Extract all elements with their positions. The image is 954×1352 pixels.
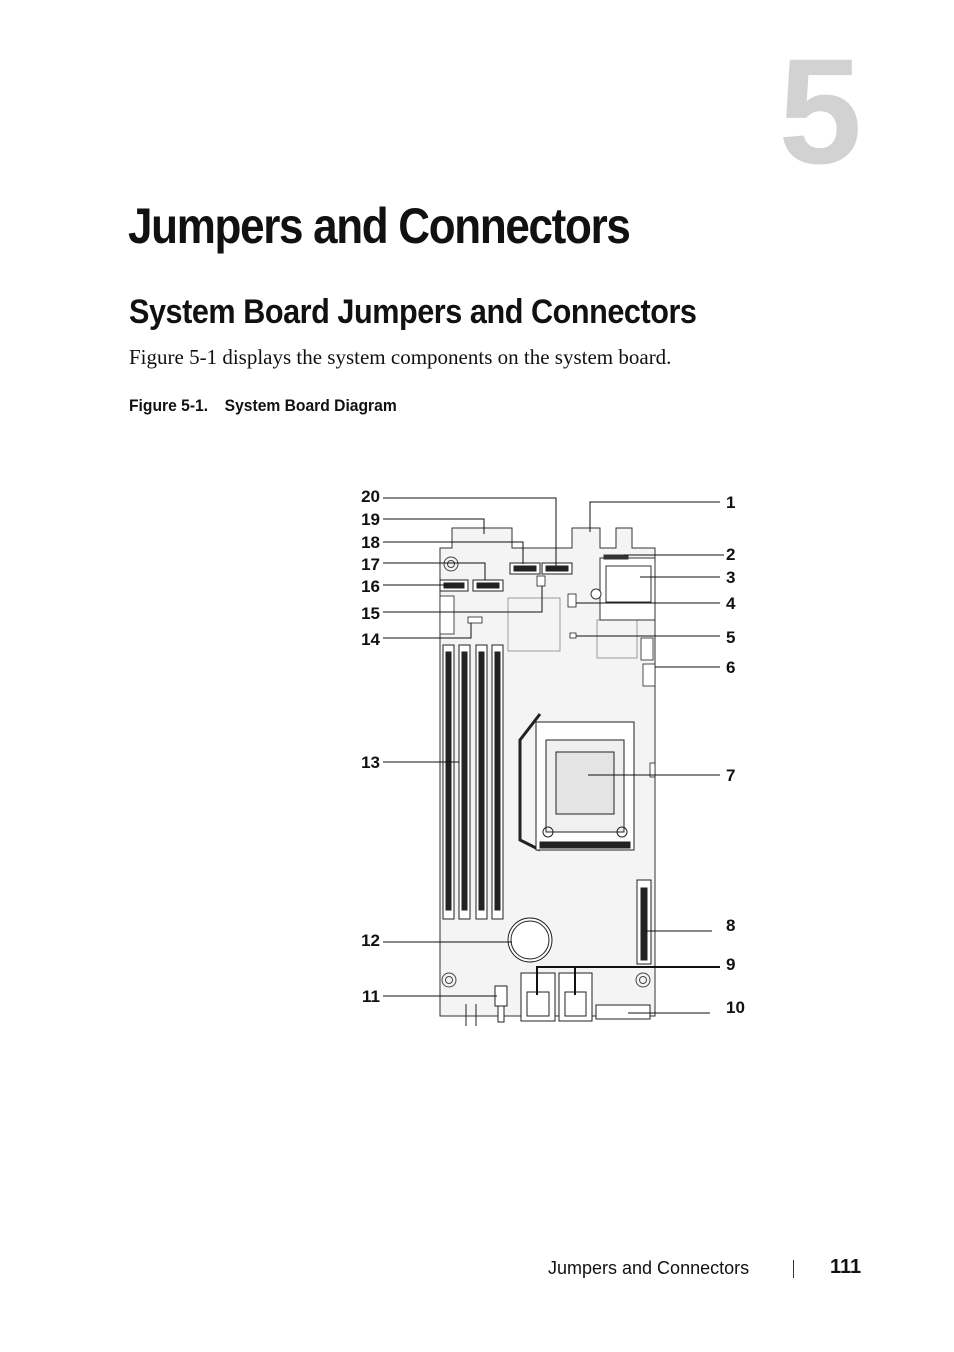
mounting-holes (441, 556, 651, 988)
cmos-battery (507, 917, 553, 963)
section-title: System Board Jumpers and Connectors (129, 293, 697, 331)
callout-2: 2 (726, 545, 735, 564)
callout-16: 16 (361, 577, 380, 596)
callout-17: 17 (361, 555, 380, 574)
callout-14: 14 (361, 630, 380, 649)
callout-4: 4 (726, 594, 736, 613)
callout-10: 10 (726, 998, 745, 1017)
dimm-slots (442, 644, 504, 920)
callout-3: 3 (726, 568, 735, 587)
callout-12: 12 (361, 931, 380, 950)
callout-5: 5 (726, 628, 735, 647)
callout-1: 1 (726, 493, 735, 512)
callout-13: 13 (361, 753, 380, 772)
sata-connectors (439, 562, 573, 592)
figure-title: System Board Diagram (224, 396, 397, 415)
intro-paragraph: Figure 5-1 displays the system component… (129, 345, 672, 369)
pcie-riser-slot (636, 879, 652, 965)
callout-7: 7 (726, 766, 735, 785)
card-slot (590, 554, 656, 621)
cpu-socket (518, 713, 635, 852)
leader-lines (383, 497, 724, 1014)
footer-divider (793, 1260, 794, 1278)
figure-caption: Figure 5-1. System Board Diagram (129, 394, 397, 418)
callout-19: 19 (361, 510, 380, 529)
callout-15: 15 (361, 604, 380, 623)
page-number: 111 (830, 1256, 862, 1278)
callouts-right: 1 2 3 4 5 6 7 8 9 10 (726, 493, 745, 1017)
callout-20: 20 (361, 487, 380, 506)
chapter-number: 5 (778, 27, 862, 195)
callout-18: 18 (361, 533, 380, 552)
callout-11: 11 (362, 987, 380, 1006)
small-headers (439, 575, 656, 778)
callouts-left: 20 19 18 17 16 15 14 13 12 11 (361, 487, 380, 1006)
footer-section-title: Jumpers and Connectors (548, 1258, 750, 1278)
callout-9: 9 (726, 955, 735, 974)
figure-label: Figure 5-1. (129, 396, 209, 415)
chapter-title: Jumpers and Connectors (128, 198, 631, 254)
callout-8: 8 (726, 916, 735, 935)
callout-6: 6 (726, 658, 735, 677)
